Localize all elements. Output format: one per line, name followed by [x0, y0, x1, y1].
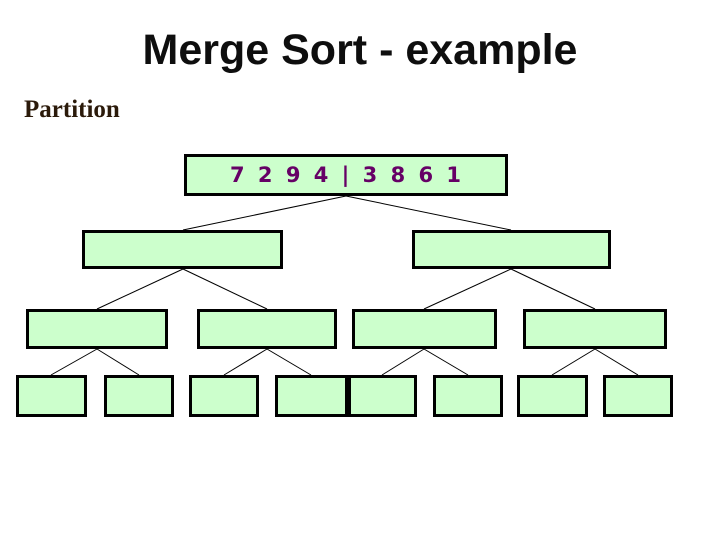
slide-title: Merge Sort - example [142, 26, 578, 74]
tree-node-l2-1 [26, 309, 168, 349]
tree-node-l3-2 [104, 375, 174, 417]
tree-node-root: 7 2 9 4 | 3 8 6 1 [184, 154, 508, 196]
tree-node-l3-1 [16, 375, 87, 417]
tree-node-l3-5 [348, 375, 417, 417]
tree-node-l3-6 [433, 375, 503, 417]
tree-node-l2-4 [523, 309, 667, 349]
tree-node-l3-7 [517, 375, 588, 417]
root-node-values: 7 2 9 4 | 3 8 6 1 [229, 163, 463, 187]
tree-node-l2-3 [352, 309, 497, 349]
partition-step-label: Partition [24, 96, 120, 123]
tree-node-l3-3 [189, 375, 259, 417]
tree-node-l2-2 [197, 309, 337, 349]
tree-node-l1-left [82, 230, 283, 269]
tree-node-l1-right [412, 230, 611, 269]
tree-node-l3-8 [603, 375, 673, 417]
tree-node-l3-4 [275, 375, 348, 417]
